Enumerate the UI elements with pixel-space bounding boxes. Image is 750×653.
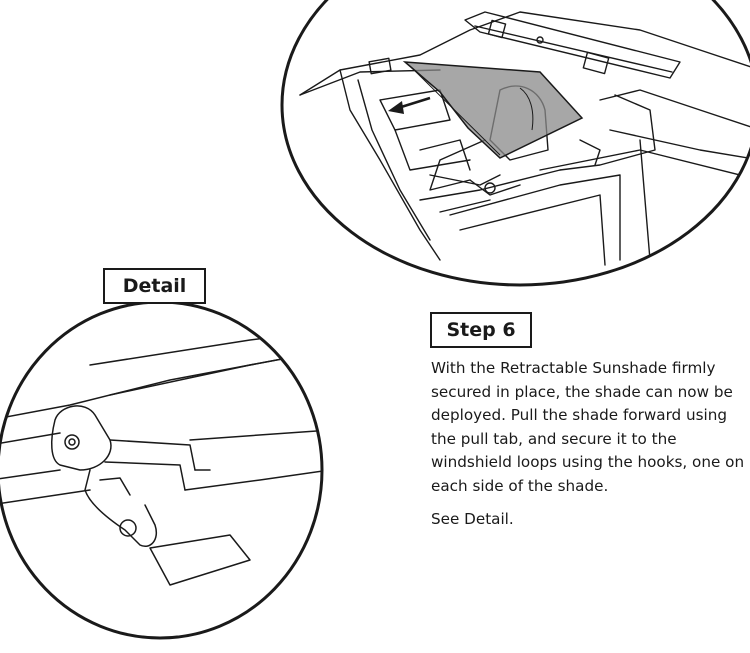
pull-direction-arrow-icon xyxy=(388,96,431,114)
detail-label-box: Detail xyxy=(103,268,206,304)
step-label-box: Step 6 xyxy=(430,312,532,348)
sunshade-panel xyxy=(402,61,584,159)
see-detail-text: See Detail. xyxy=(431,510,514,528)
detail-hook-illustration xyxy=(0,300,324,640)
step-label: Step 6 xyxy=(446,319,516,341)
step-instructions: With the Retractable Sunshade firmly sec… xyxy=(431,359,745,495)
vehicle-roof-illustration xyxy=(280,0,750,287)
detail-label: Detail xyxy=(122,275,187,297)
